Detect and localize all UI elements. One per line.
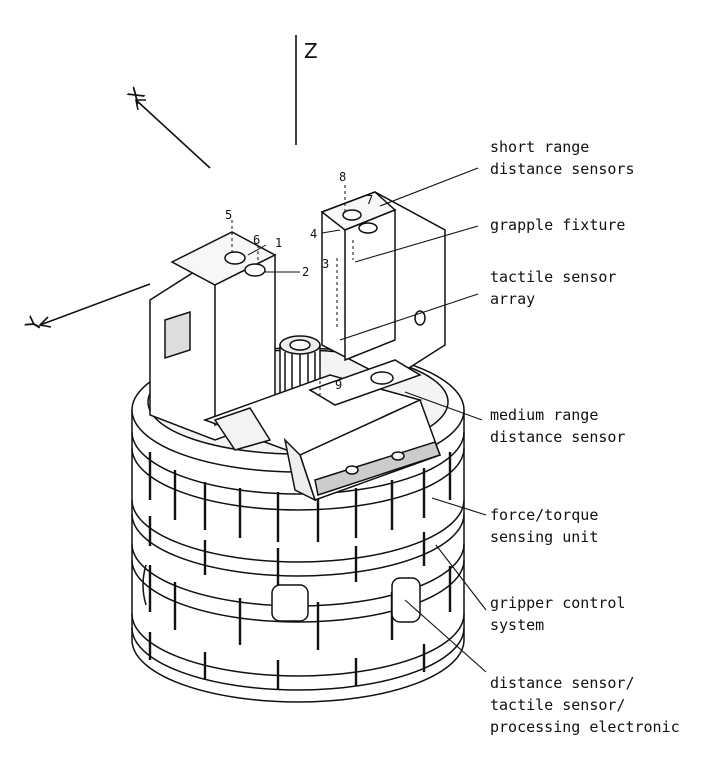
left-jaw bbox=[149, 231, 277, 441]
cylinder-body bbox=[131, 410, 465, 703]
label-force-line2: sensing unit bbox=[490, 528, 598, 546]
label-electronic-line1: distance sensor/ bbox=[490, 674, 635, 692]
label-leaders bbox=[339, 167, 487, 673]
right-jaw bbox=[320, 191, 446, 381]
part-number-9: 9 bbox=[335, 378, 342, 392]
label-short-range-line1: short range bbox=[490, 138, 589, 156]
label-electronic-line2: tactile sensor/ bbox=[490, 696, 625, 714]
label-gripper-line1: gripper control bbox=[490, 594, 625, 612]
label-tactile-line1: tactile sensor bbox=[490, 268, 616, 286]
x-axis bbox=[135, 99, 211, 169]
number-leaders bbox=[231, 185, 354, 395]
z-axis-label: Z bbox=[304, 39, 318, 63]
part-number-4: 4 bbox=[310, 227, 317, 241]
label-force-line1: force/torque bbox=[490, 506, 598, 524]
part-number-1: 1 bbox=[275, 236, 282, 250]
coordinate-axes bbox=[38, 35, 297, 328]
label-tactile-line2: array bbox=[490, 290, 535, 308]
label-short-range-line2: distance sensors bbox=[490, 160, 635, 178]
x-axis-arrowhead bbox=[135, 99, 146, 111]
window-edge-left bbox=[142, 564, 147, 606]
label-electronic-line3: processing electronic bbox=[490, 718, 680, 736]
window-right bbox=[391, 577, 421, 623]
leader-medium bbox=[404, 391, 483, 421]
leader-force bbox=[431, 497, 487, 516]
part-number-8: 8 bbox=[339, 170, 346, 184]
window-left bbox=[271, 584, 309, 622]
leader-grapple bbox=[354, 225, 479, 263]
y-axis bbox=[39, 283, 151, 326]
part-number-2: 2 bbox=[302, 265, 309, 279]
leader-tactile bbox=[339, 293, 479, 341]
leader-gripper bbox=[435, 544, 487, 611]
label-medium-line1: medium range bbox=[490, 406, 598, 424]
part-number-6: 6 bbox=[253, 233, 260, 247]
medium-range-sensor-block bbox=[202, 359, 441, 502]
label-medium-line2: distance sensor bbox=[490, 428, 625, 446]
label-grapple: grapple fixture bbox=[490, 216, 625, 234]
cylinder-windows bbox=[142, 564, 421, 623]
leader-electronic bbox=[404, 599, 487, 673]
label-gripper-line2: system bbox=[490, 616, 544, 634]
part-number-3: 3 bbox=[322, 257, 329, 271]
part-number-5: 5 bbox=[225, 208, 232, 222]
y-axis-label: Y bbox=[20, 312, 48, 336]
leader-short-range bbox=[379, 167, 479, 207]
y-axis-arrowhead bbox=[38, 316, 52, 328]
x-axis-label: X bbox=[122, 82, 149, 108]
part-number-7: 7 bbox=[366, 193, 373, 207]
